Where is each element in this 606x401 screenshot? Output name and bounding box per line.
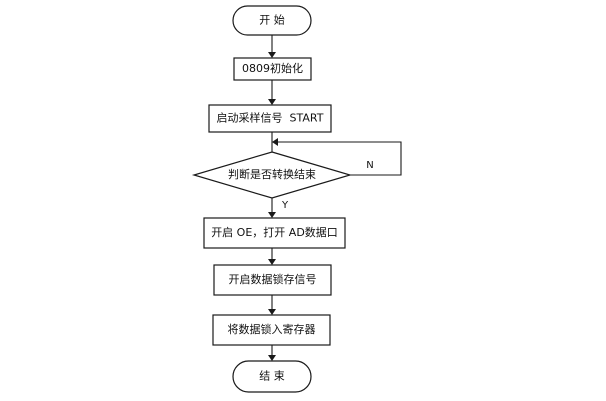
output-box — [203, 217, 346, 249]
branch-no-label: N — [366, 160, 373, 171]
arrow-output-latch — [268, 259, 276, 265]
store-box — [212, 314, 331, 346]
end-terminator — [232, 360, 312, 393]
latch-node: 开启数据锁存信号 — [213, 264, 332, 296]
arrow-latch-store — [268, 309, 276, 315]
start-label: 开 始 — [259, 13, 285, 27]
start-terminator — [232, 5, 312, 36]
output-node: 开启 OE，打开 AD数据口 — [203, 217, 346, 249]
arrow-store-end — [268, 355, 276, 361]
latch-label: 开启数据锁存信号 — [229, 272, 317, 286]
decision-diamond — [191, 151, 353, 199]
arrow-start-init — [268, 52, 276, 58]
start-node: 开 始 — [232, 5, 312, 36]
end-node: 结 束 — [232, 360, 312, 393]
init-label: 0809初始化 — [242, 61, 303, 75]
branch-yes-label: Y — [281, 200, 289, 211]
arrow-init-sampling — [268, 99, 276, 105]
end-label: 结 束 — [259, 370, 285, 383]
connector-no-loop — [278, 141, 402, 176]
sampling-label: 启动采样信号 START — [217, 111, 324, 125]
arrow-no-loop — [272, 138, 278, 146]
arrow-decision-output — [268, 212, 276, 218]
init-node: 0809初始化 — [233, 57, 312, 81]
decision-label: 判断是否转换结束 — [228, 167, 316, 181]
init-box — [233, 57, 312, 81]
sampling-node: 启动采样信号 START — [208, 104, 332, 133]
decision-node: 判断是否转换结束 — [191, 151, 353, 199]
sampling-box — [208, 104, 332, 133]
store-node: 将数据锁入寄存器 — [212, 314, 331, 346]
latch-box — [213, 264, 332, 296]
connectors — [268, 35, 402, 361]
output-label: 开启 OE，打开 AD数据口 — [211, 225, 338, 239]
store-label: 将数据锁入寄存器 — [228, 322, 316, 336]
